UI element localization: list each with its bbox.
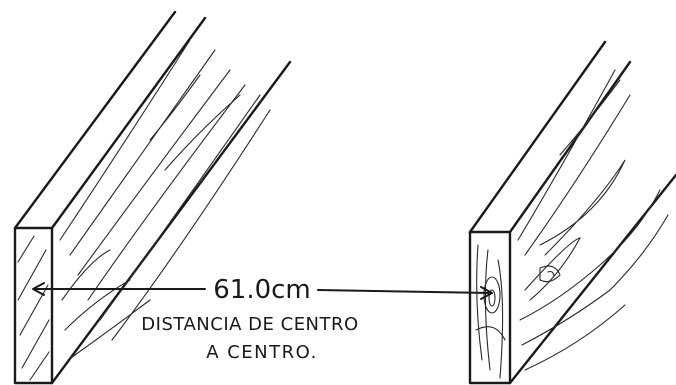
- measurement-label: 61.0cm: [213, 275, 311, 305]
- left-end-grain: [17, 235, 50, 381]
- right-stud: [468, 40, 676, 385]
- left-stud-end-face: [13, 226, 54, 385]
- right-end-grain: [475, 244, 506, 379]
- left-side-grain: [59, 39, 271, 361]
- left-stud: [13, 10, 292, 385]
- dimension-arrow: [32, 282, 493, 300]
- arrowhead-right-icon: [480, 286, 493, 300]
- right-side-grain: [517, 69, 669, 371]
- dimension-line-right: [317, 289, 491, 294]
- right-stud-end-face: [468, 230, 512, 385]
- arrowhead-left-icon: [32, 282, 45, 296]
- caption-line-2: A CENTRO.: [206, 342, 318, 363]
- caption-line-1: DISTANCIA DE CENTRO: [141, 314, 358, 335]
